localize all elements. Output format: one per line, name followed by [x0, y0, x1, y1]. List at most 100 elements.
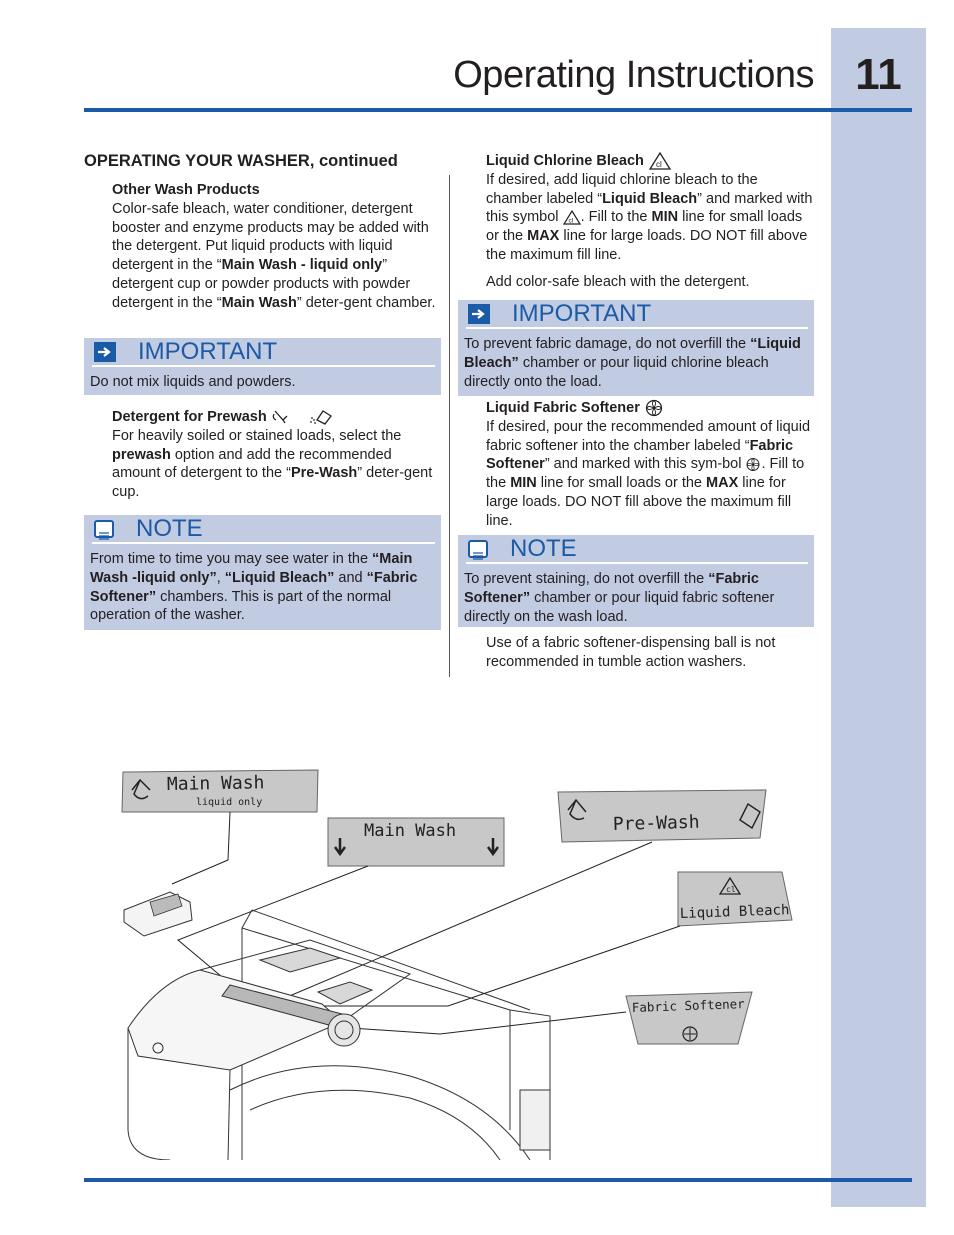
label-main-wash: Main Wash — [327, 817, 505, 867]
text-run: ” detergent cup or powder products with … — [112, 257, 411, 311]
main-wash-text: Main Wash — [364, 821, 456, 841]
note-text: From time to time you may see water in t… — [90, 550, 435, 625]
text-run: and — [334, 569, 367, 586]
note-title-row: NOTE — [94, 515, 203, 543]
text-run: line for small loads or the — [486, 209, 803, 245]
text-run: . Fill to the — [486, 456, 805, 492]
text-run-bold: MIN — [651, 209, 679, 226]
softener-text: If desired, pour the recommended amount … — [486, 418, 816, 531]
page-number: 11 — [855, 50, 902, 99]
text-run-bold: “Main Wash -liquid only” — [90, 551, 413, 586]
text-run-bold: “Liquid Bleach” — [464, 336, 801, 371]
arrow-down-icon — [333, 838, 347, 857]
label-fabric-softener: Fabric Softener — [625, 991, 753, 1045]
softener-heading: Liquid Fabric Softener — [486, 400, 640, 416]
main-wash-liquid-text: Main Wash — [167, 772, 265, 795]
text-run: To prevent fabric damage, do not overfil… — [464, 336, 751, 352]
text-run: option and add the recommended amount of… — [112, 446, 392, 482]
softener-flower-icon — [645, 400, 663, 417]
bleach-section: Liquid Chlorine Bleach cl If desired, ad… — [486, 152, 816, 292]
text-run-bold: Fabric Softener — [486, 437, 794, 473]
other-wash-products-text: Color-safe bleach, water conditioner, de… — [112, 200, 442, 313]
note-box-left: NOTE From time to time you may see water… — [84, 515, 441, 630]
section-heading: OPERATING YOUR WASHER, continued — [84, 152, 398, 170]
pour-icon — [131, 778, 151, 800]
dispenser-diagram: Main Wash liquid only Main Wash Pre-Wash… — [121, 769, 793, 1160]
text-run-bold: MAX — [527, 228, 560, 245]
footer-rule — [84, 1178, 912, 1182]
important-text: Do not mix liquids and powders. — [90, 374, 296, 390]
softener-heading-row: Liquid Fabric Softener — [486, 399, 816, 418]
text-run: From time to time you may see water in t… — [90, 551, 373, 567]
note-title: NOTE — [136, 515, 203, 542]
text-run: line for small loads or the — [536, 475, 707, 492]
text-run: For heavily soiled or stained loads, sel… — [112, 427, 402, 444]
note-icon — [468, 540, 488, 560]
arrow-down-icon — [486, 838, 500, 857]
pour-icon — [567, 798, 587, 821]
important-title: IMPORTANT — [138, 338, 278, 365]
softener-inline-icon — [747, 458, 760, 472]
text-run: ” and marked with this symbol — [486, 190, 813, 226]
fabric-softener-text: Fabric Softener — [632, 996, 746, 1015]
softener-flower-icon — [682, 1026, 698, 1042]
text-run: . Fill to the — [580, 209, 652, 226]
note-title: NOTE — [510, 535, 577, 562]
bleach-heading-row: Liquid Chlorine Bleach cl — [486, 152, 816, 171]
label-main-wash-liquid: Main Wash liquid only — [121, 769, 319, 813]
box-rule — [92, 542, 435, 544]
bleach-heading: Liquid Chlorine Bleach — [486, 153, 644, 169]
prewash-symbols-icon — [272, 410, 332, 425]
text-run: To prevent staining, do not overfill the — [464, 571, 709, 587]
text-run: chambers. This is part of the normal ope… — [90, 588, 392, 624]
svg-text:cl: cl — [568, 218, 573, 225]
side-tab — [831, 28, 926, 1207]
text-run-bold: prewash — [112, 446, 171, 463]
liquid-only-text: liquid only — [196, 797, 262, 808]
bleach-extra: Add color-safe bleach with the detergent… — [486, 273, 750, 290]
prewash-heading: Detergent for Prewash — [112, 409, 267, 425]
ball-text: Use of a fabric softener-dispensing ball… — [486, 635, 776, 670]
label-pre-wash: Pre-Wash — [557, 789, 767, 843]
other-wash-products: Other Wash Products Color-safe bleach, w… — [112, 181, 442, 313]
box-rule — [466, 562, 808, 564]
washer-illustration — [127, 909, 551, 1160]
important-title-row: IMPORTANT — [94, 338, 277, 366]
important-box-right: IMPORTANT To prevent fabric damage, do n… — [458, 300, 814, 396]
bleach-text: If desired, add liquid chlorine bleach t… — [486, 171, 816, 265]
text-run: chamber or pour liquid chlorine bleach d… — [464, 354, 769, 390]
text-run: line for large loads. DO NOT fill above … — [486, 475, 792, 529]
note-title-row: NOTE — [468, 535, 577, 563]
powder-icon — [739, 802, 761, 830]
label-liquid-bleach: cl Liquid Bleach — [677, 871, 793, 927]
svg-text:cl: cl — [656, 160, 662, 169]
bleach-triangle-icon — [718, 876, 742, 895]
prewash-section: Detergent for Prewash For heavily soiled… — [112, 408, 442, 502]
text-run-bold: MAX — [706, 475, 739, 492]
text-run: If desired, pour the recommended amount … — [486, 418, 811, 454]
cl-text: cl — [726, 885, 736, 894]
text-run: If desired, add liquid chlorine bleach t… — [486, 171, 758, 207]
text-run-bold: “Fabric Softener” — [90, 569, 418, 605]
text-run: ” and marked with this sym-bol — [544, 456, 746, 473]
important-box-left: IMPORTANT Do not mix liquids and powders… — [84, 338, 441, 395]
text-run: Color-safe bleach, water conditioner, de… — [112, 200, 429, 274]
page-title: Operating Instructions — [453, 54, 814, 96]
pre-wash-text: Pre-Wash — [613, 812, 700, 835]
detergent-cup — [123, 891, 193, 937]
text-run-bold: Pre-Wash — [290, 465, 358, 482]
bleach-inline-icon: cl — [562, 210, 581, 225]
text-run: line for large loads. DO NOT fill above … — [486, 228, 808, 263]
arrow-right-icon — [468, 304, 490, 324]
column-divider — [449, 175, 450, 677]
box-rule — [466, 327, 808, 329]
text-run: ” deter-gent chamber. — [296, 294, 436, 311]
note-icon — [94, 520, 114, 540]
other-wash-products-heading: Other Wash Products — [112, 182, 260, 198]
text-run-bold: “Liquid Bleach” — [224, 569, 335, 586]
header-rule — [84, 108, 912, 112]
text-run-bold: “Fabric Softener” — [464, 571, 759, 606]
arrow-right-icon — [94, 342, 116, 362]
text-run-bold: Main Wash — [221, 294, 297, 311]
important-text: To prevent fabric damage, do not overfil… — [464, 335, 808, 391]
